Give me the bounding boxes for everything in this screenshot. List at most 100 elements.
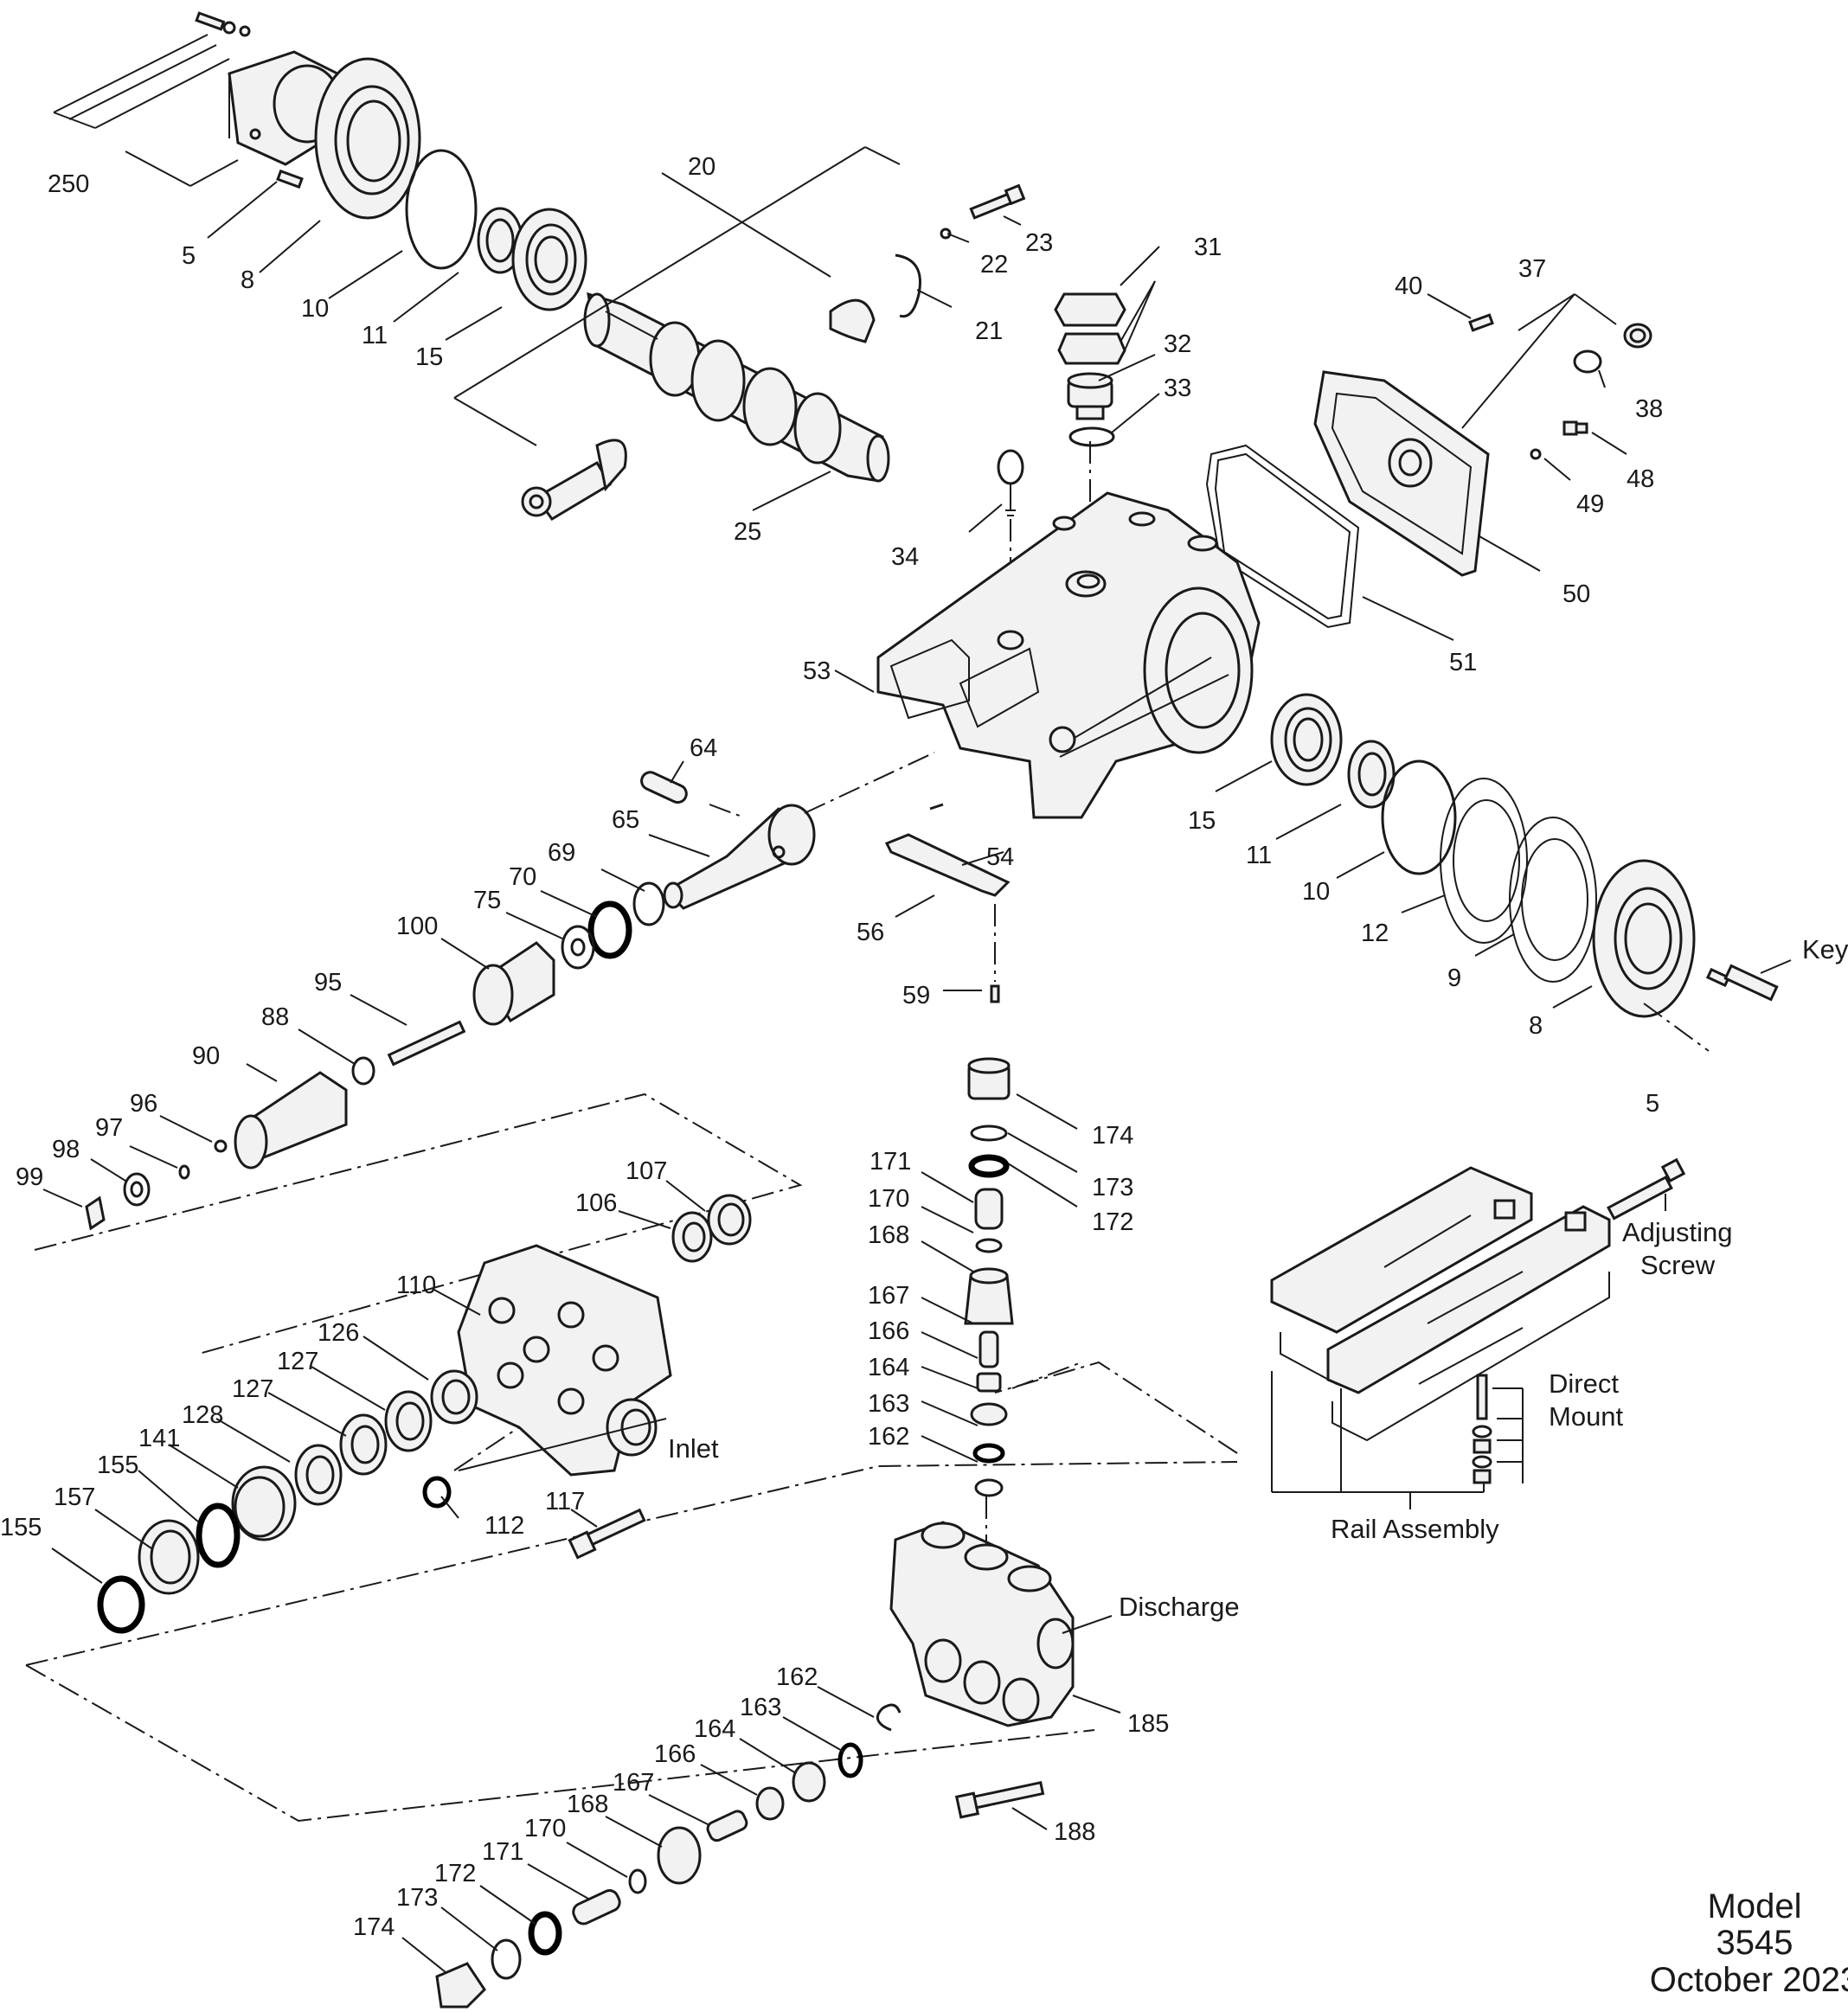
callout-75: 75 bbox=[473, 887, 501, 914]
callout-173-upper: 173 bbox=[1092, 1174, 1133, 1201]
callout-171-upper: 171 bbox=[869, 1148, 911, 1176]
callout-112: 112 bbox=[484, 1512, 524, 1540]
callout-labels: 250 5 8 10 11 15 20 21 22 23 25 31 32 33… bbox=[0, 153, 1848, 1941]
callout-162-upper: 162 bbox=[868, 1423, 909, 1451]
bolt-117 bbox=[568, 1508, 646, 1560]
callout-34: 34 bbox=[891, 543, 919, 571]
callout-adjusting: Adjusting bbox=[1622, 1217, 1733, 1247]
model-label: Model bbox=[1708, 1887, 1802, 1925]
callout-128: 128 bbox=[182, 1401, 223, 1429]
callout-38: 38 bbox=[1635, 395, 1663, 423]
callout-106: 106 bbox=[575, 1189, 617, 1217]
callout-98: 98 bbox=[52, 1136, 80, 1163]
callout-141: 141 bbox=[138, 1425, 180, 1452]
callout-110: 110 bbox=[396, 1272, 436, 1299]
discharge-bottom-outline bbox=[25, 1664, 1095, 1823]
callout-10-right: 10 bbox=[1302, 878, 1330, 906]
callout-100: 100 bbox=[396, 913, 438, 940]
callout-172-lower: 172 bbox=[434, 1860, 476, 1887]
callout-48: 48 bbox=[1627, 465, 1654, 493]
callout-157: 157 bbox=[54, 1483, 95, 1511]
connecting-rod bbox=[521, 298, 876, 521]
callout-21: 21 bbox=[975, 317, 1003, 345]
callout-inlet: Inlet bbox=[668, 1433, 719, 1464]
callout-172-upper: 172 bbox=[1092, 1208, 1133, 1236]
leader-lines bbox=[42, 34, 1792, 1973]
callout-168-lower: 168 bbox=[567, 1791, 608, 1818]
callout-59: 59 bbox=[902, 982, 930, 1009]
callout-37: 37 bbox=[1518, 255, 1546, 283]
rear-cover-group bbox=[1205, 313, 1652, 629]
callout-mount: Mount bbox=[1549, 1401, 1624, 1432]
callout-88: 88 bbox=[261, 1003, 289, 1031]
callout-32: 32 bbox=[1164, 330, 1191, 358]
callout-164-lower: 164 bbox=[694, 1715, 735, 1743]
callout-11-right: 11 bbox=[1246, 842, 1272, 869]
callout-90: 90 bbox=[192, 1042, 220, 1070]
callout-173-lower: 173 bbox=[396, 1884, 438, 1912]
callout-171-lower: 171 bbox=[482, 1838, 523, 1866]
callout-166-lower: 166 bbox=[654, 1740, 696, 1768]
callout-rail-assembly: Rail Assembly bbox=[1331, 1514, 1499, 1544]
callout-12: 12 bbox=[1361, 919, 1389, 947]
callout-10: 10 bbox=[301, 295, 329, 323]
callout-56: 56 bbox=[857, 919, 884, 946]
callout-174-lower: 174 bbox=[353, 1913, 395, 1941]
callout-155-lower: 155 bbox=[0, 1514, 42, 1541]
callout-direct: Direct bbox=[1549, 1368, 1619, 1399]
callout-53: 53 bbox=[803, 657, 831, 685]
callout-170-upper: 170 bbox=[868, 1185, 909, 1213]
callout-screw: Screw bbox=[1640, 1250, 1716, 1280]
callout-95: 95 bbox=[314, 969, 342, 996]
callout-33: 33 bbox=[1164, 375, 1191, 402]
crankcase-53 bbox=[876, 491, 1261, 819]
callout-65: 65 bbox=[612, 806, 639, 834]
callout-167-lower: 167 bbox=[613, 1769, 654, 1797]
callout-54: 54 bbox=[986, 843, 1014, 871]
callout-20: 20 bbox=[688, 153, 715, 181]
callout-127-upper: 127 bbox=[277, 1348, 318, 1375]
oil-pan-group bbox=[884, 803, 1011, 1003]
callout-15: 15 bbox=[415, 343, 443, 371]
callout-69: 69 bbox=[548, 839, 575, 867]
callout-166-upper: 166 bbox=[868, 1317, 909, 1345]
seal-stack bbox=[97, 1369, 520, 1634]
callout-185: 185 bbox=[1127, 1710, 1169, 1738]
callout-25: 25 bbox=[734, 518, 761, 546]
callout-250: 250 bbox=[48, 170, 89, 198]
rail-assembly bbox=[1270, 1157, 1686, 1484]
callout-51: 51 bbox=[1449, 649, 1477, 676]
callout-174-upper: 174 bbox=[1092, 1122, 1133, 1150]
callout-40: 40 bbox=[1395, 272, 1422, 300]
revision-date: October 2023 bbox=[1650, 1961, 1848, 1999]
callout-8-right: 8 bbox=[1529, 1012, 1543, 1040]
bearing-cover-250 bbox=[195, 11, 587, 311]
callout-99: 99 bbox=[16, 1163, 43, 1191]
model-number: 3545 bbox=[1716, 1924, 1793, 1962]
callout-5-right: 5 bbox=[1646, 1090, 1659, 1118]
upper-valve-stack bbox=[964, 1057, 1082, 1497]
callout-31: 31 bbox=[1194, 234, 1222, 261]
callout-discharge: Discharge bbox=[1119, 1592, 1240, 1622]
callout-155-upper: 155 bbox=[97, 1451, 138, 1479]
callout-50: 50 bbox=[1562, 580, 1590, 608]
lower-valve-stack bbox=[435, 1703, 1045, 2009]
callout-96: 96 bbox=[130, 1090, 157, 1118]
callout-188: 188 bbox=[1054, 1818, 1095, 1846]
callout-163-upper: 163 bbox=[868, 1390, 909, 1418]
title-block: Model 3545 October 2023 bbox=[1650, 1887, 1848, 1999]
callout-162-lower: 162 bbox=[776, 1663, 818, 1691]
callout-15-right: 15 bbox=[1188, 807, 1216, 835]
right-bearing-group bbox=[1270, 693, 1779, 1052]
callout-11: 11 bbox=[362, 322, 388, 349]
callout-5: 5 bbox=[182, 242, 196, 270]
callout-97: 97 bbox=[95, 1114, 123, 1142]
callout-22: 22 bbox=[980, 251, 1008, 279]
callout-127-lower: 127 bbox=[232, 1375, 273, 1403]
callout-126: 126 bbox=[318, 1319, 359, 1347]
callout-49: 49 bbox=[1576, 490, 1604, 518]
callout-64: 64 bbox=[690, 734, 717, 762]
callout-23: 23 bbox=[1025, 229, 1053, 257]
callout-163-lower: 163 bbox=[740, 1694, 781, 1721]
